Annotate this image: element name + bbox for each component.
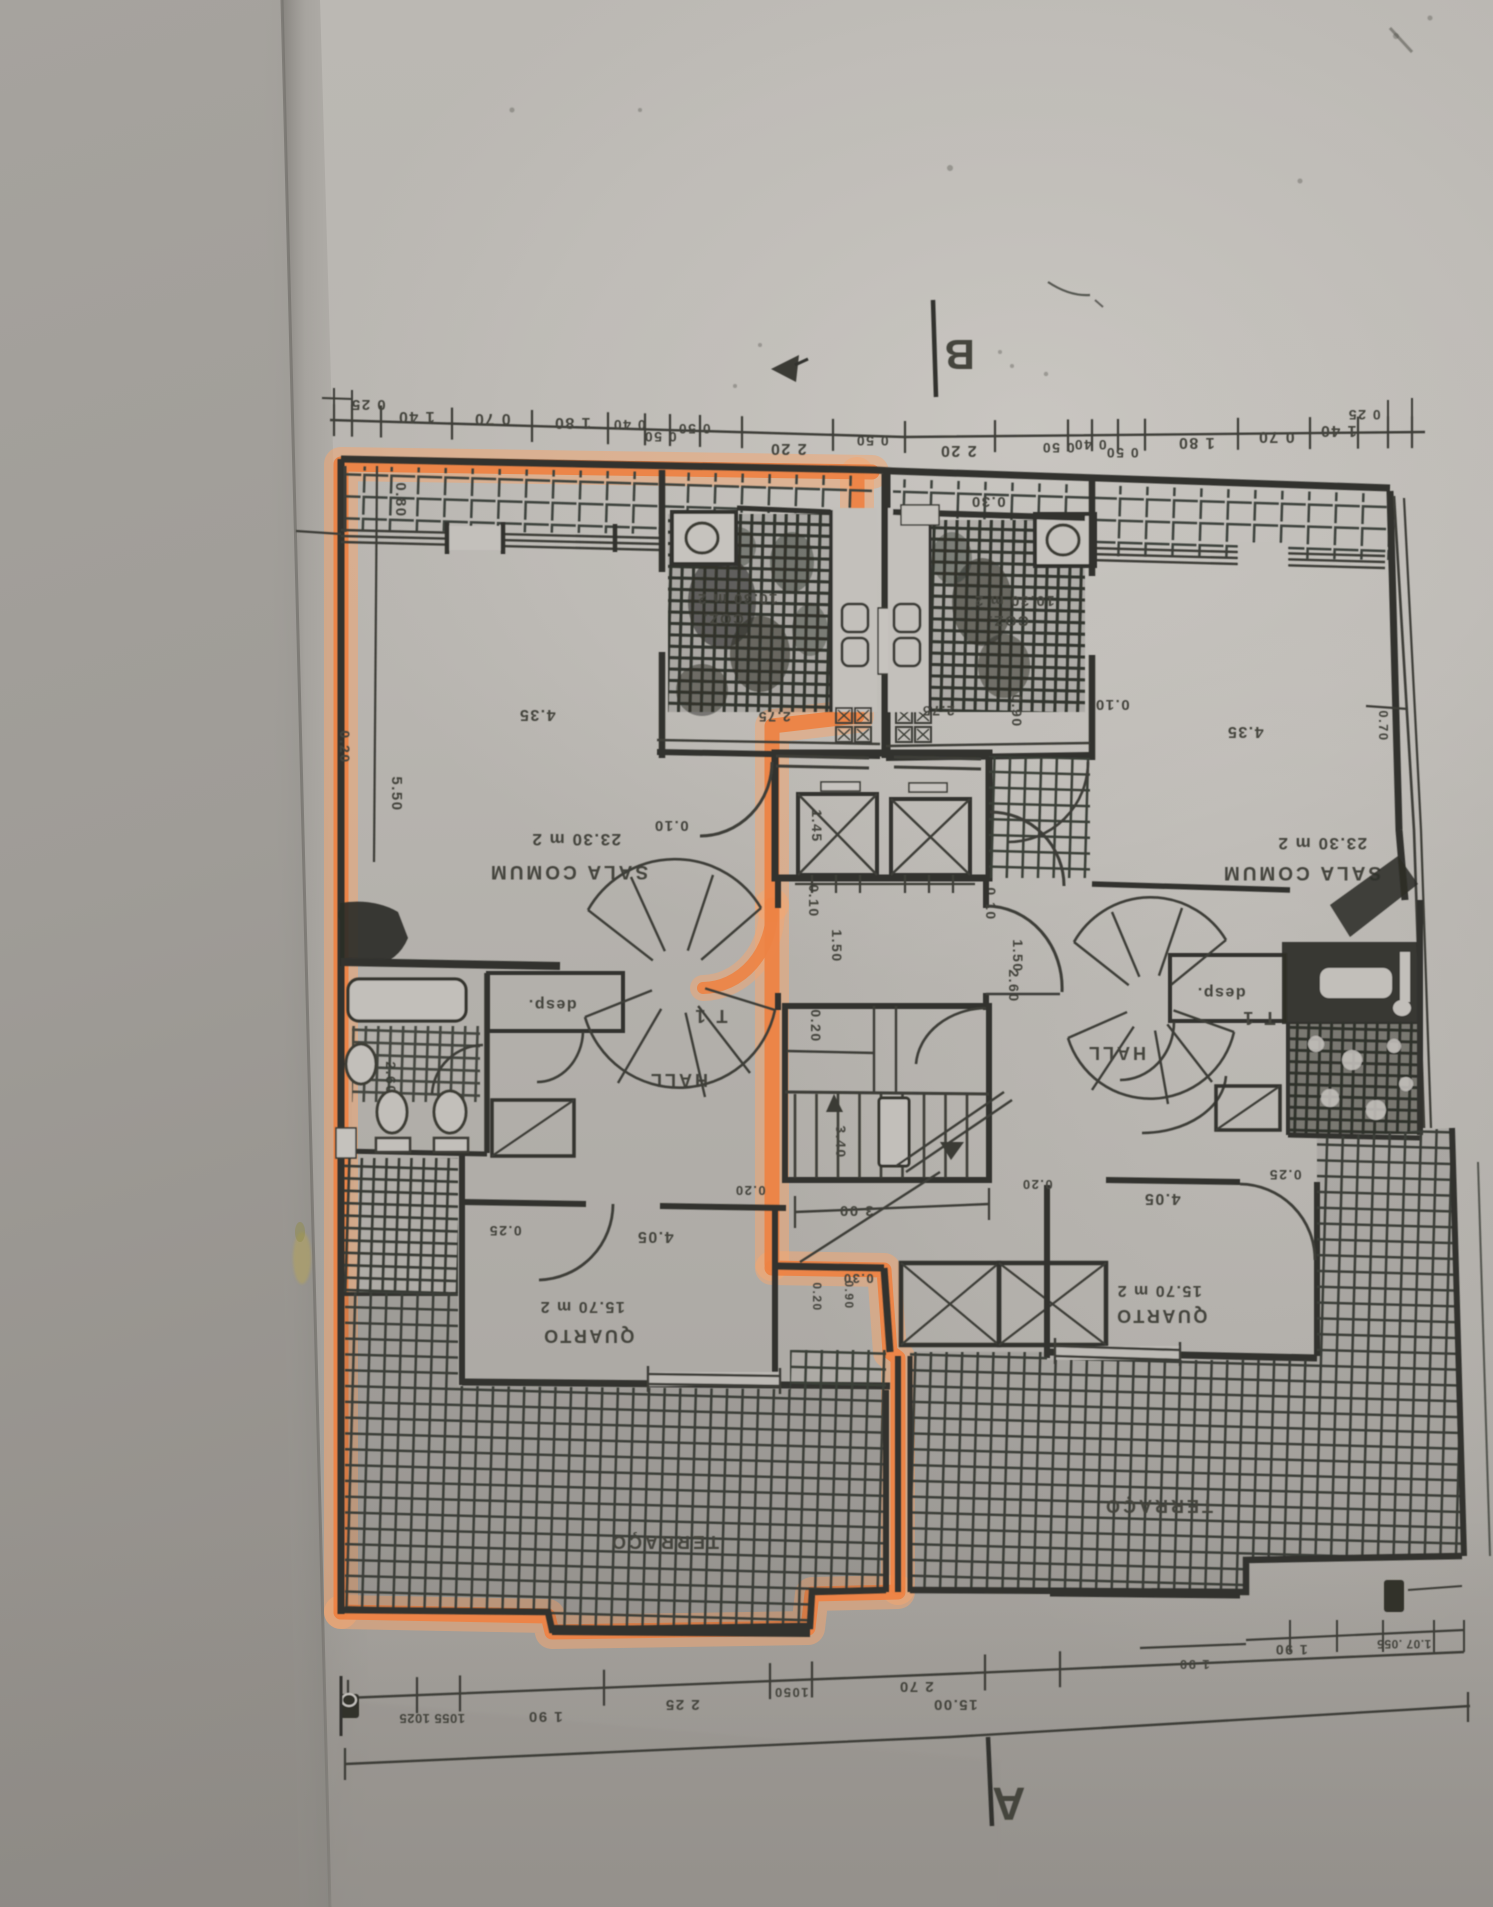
- svg-text:15.70 m 2: 15.70 m 2: [539, 1298, 625, 1315]
- svg-text:1 90: 1 90: [527, 1708, 562, 1725]
- svg-text:2 20: 2 20: [939, 442, 976, 459]
- svg-text:0.20: 0.20: [734, 1183, 765, 1198]
- svg-text:1 40: 1 40: [1319, 422, 1356, 439]
- svg-text:10.30 m 2: 10.30 m 2: [973, 592, 1054, 609]
- svg-text:QUARTO: QUARTO: [1115, 1306, 1208, 1326]
- svg-text:0.80: 0.80: [392, 482, 409, 517]
- svg-text:15.00: 15.00: [932, 1696, 977, 1713]
- svg-text:1 90: 1 90: [1178, 1657, 1209, 1672]
- svg-text:1 90: 1 90: [1274, 1642, 1307, 1658]
- svg-text:2.75: 2.75: [757, 709, 790, 725]
- svg-text:23.30 m 2: 23.30 m 2: [1277, 834, 1367, 853]
- svg-text:1 80: 1 80: [1177, 434, 1214, 451]
- svg-text:1055 1025: 1055 1025: [399, 1711, 465, 1726]
- svg-text:0.20: 0.20: [1021, 1177, 1052, 1192]
- svg-text:B: B: [943, 331, 975, 378]
- svg-text:0.20: 0.20: [337, 730, 353, 763]
- svg-text:HALL: HALL: [648, 1070, 708, 1090]
- svg-text:0 50: 0 50: [677, 421, 710, 437]
- svg-text:5.50: 5.50: [388, 776, 405, 811]
- svg-text:1050: 1050: [774, 1685, 809, 1700]
- svg-text:0.10: 0.10: [653, 817, 688, 834]
- svg-text:0.70: 0.70: [1376, 710, 1391, 741]
- svg-text:4.05: 4.05: [636, 1228, 673, 1245]
- svg-text:0 50: 0 50: [1105, 445, 1138, 461]
- svg-text:1.50: 1.50: [1010, 939, 1026, 972]
- svg-text:0 70: 0 70: [473, 410, 510, 427]
- svg-text:0.20: 0.20: [810, 1282, 824, 1311]
- svg-text:0.90: 0.90: [842, 1280, 856, 1309]
- svg-text:15.70 m 2: 15.70 m 2: [1116, 1282, 1202, 1299]
- svg-text:0.90: 0.90: [1009, 694, 1025, 727]
- svg-text:0 50: 0 50: [1041, 440, 1074, 456]
- svg-text:0 25: 0 25: [1347, 407, 1380, 423]
- svg-text:0.30: 0.30: [970, 493, 1005, 510]
- svg-text:QUARTO: QUARTO: [542, 1326, 635, 1346]
- svg-text:SALA COMUM: SALA COMUM: [488, 861, 648, 882]
- svg-text:3 00: 3 00: [838, 1202, 873, 1219]
- svg-text:0 50: 0 50: [643, 429, 676, 445]
- svg-text:0 40: 0 40: [1073, 437, 1106, 453]
- svg-text:2 70: 2 70: [898, 1678, 933, 1695]
- svg-text:0 50: 0 50: [855, 433, 888, 449]
- svg-text:0 40: 0 40: [612, 417, 645, 433]
- svg-text:1.50: 1.50: [829, 929, 845, 962]
- svg-text:COZ.: COZ.: [987, 612, 1029, 629]
- svg-text:T 1: T 1: [1240, 1008, 1275, 1028]
- svg-text:desp.: desp.: [1196, 984, 1245, 1001]
- svg-text:2.75: 2.75: [921, 703, 954, 719]
- svg-text:1 80: 1 80: [553, 414, 590, 431]
- svg-text:0.25: 0.25: [1268, 1167, 1301, 1183]
- svg-text:0 25: 0 25: [350, 396, 385, 413]
- svg-text:10.30 m 2: 10.30 m 2: [696, 590, 777, 607]
- svg-text:SALA COMUM: SALA COMUM: [1221, 862, 1381, 883]
- svg-text:TERRAÇO: TERRAÇO: [1103, 1496, 1213, 1516]
- svg-text:HALL: HALL: [1086, 1043, 1146, 1063]
- svg-text:0.25: 0.25: [488, 1223, 521, 1239]
- svg-text:0 70: 0 70: [1257, 428, 1294, 445]
- svg-text:desp.: desp.: [527, 996, 576, 1013]
- svg-text:0.30: 0.30: [842, 1271, 873, 1286]
- svg-text:1.07 .055: 1.07 .055: [1377, 1637, 1432, 1651]
- svg-text:A: A: [991, 1778, 1026, 1830]
- svg-text:4.35: 4.35: [1226, 723, 1263, 740]
- svg-text:4.35: 4.35: [518, 706, 555, 723]
- svg-text:2 20: 2 20: [769, 440, 806, 457]
- svg-text:TERRAÇO: TERRAÇO: [609, 1532, 719, 1552]
- svg-text:0.20: 0.20: [808, 1009, 824, 1042]
- svg-text:2.60: 2.60: [1006, 969, 1022, 1002]
- svg-text:COZ.: COZ.: [702, 610, 744, 627]
- svg-text:4.05: 4.05: [1143, 1190, 1180, 1207]
- svg-text:1 40: 1 40: [397, 408, 434, 425]
- svg-text:0.10: 0.10: [1094, 696, 1129, 713]
- svg-text:0.10: 0.10: [806, 884, 822, 917]
- svg-text:2 25: 2 25: [664, 1696, 699, 1713]
- svg-text:3.40: 3.40: [833, 1125, 849, 1158]
- svg-text:23.30 m 2: 23.30 m 2: [531, 830, 621, 849]
